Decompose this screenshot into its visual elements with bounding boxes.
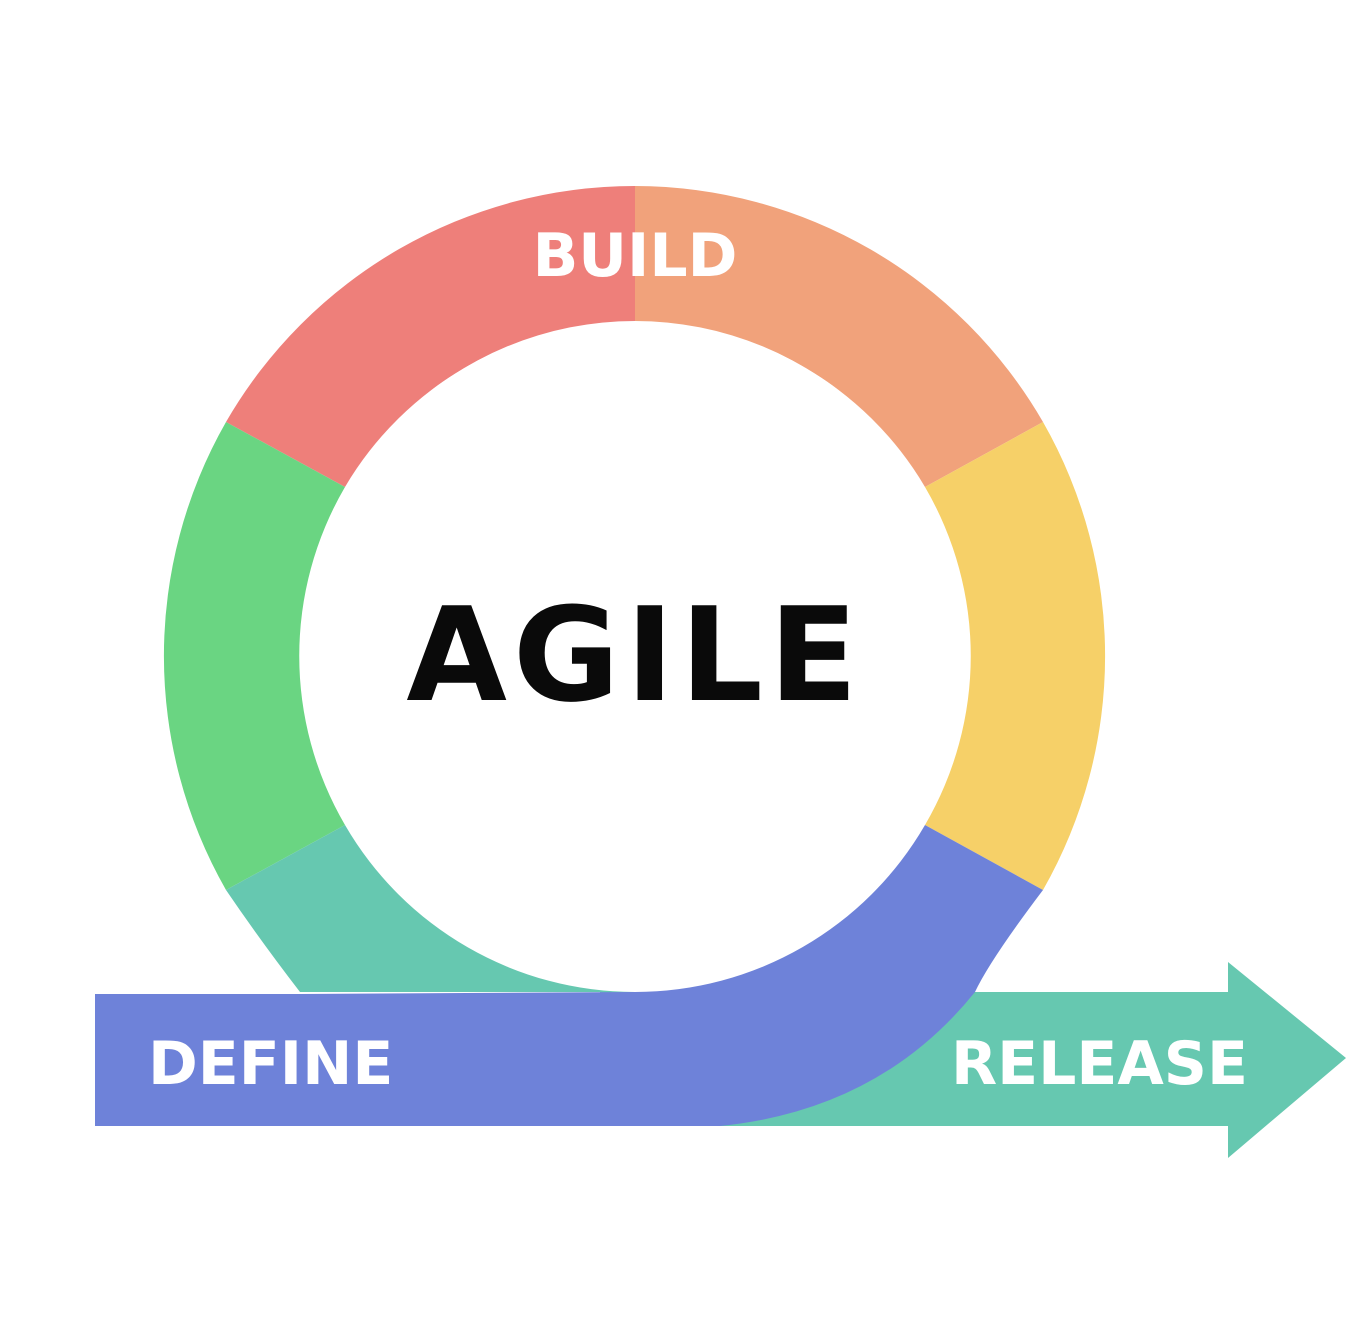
ring-segment-orange — [635, 186, 1043, 487]
ring-segment-yellow — [925, 422, 1106, 890]
ring-segment-red — [226, 185, 635, 487]
ring-segment-teal — [226, 825, 635, 993]
define-arrow — [95, 825, 1043, 1126]
stage-label-release: RELEASE — [951, 1029, 1248, 1099]
stage-label-build: BUILD — [533, 221, 738, 291]
ring-segment-green — [163, 422, 345, 890]
center-disc — [301, 321, 969, 989]
center-title: AGILE — [406, 579, 863, 731]
stage-label-define: DEFINE — [148, 1029, 393, 1099]
